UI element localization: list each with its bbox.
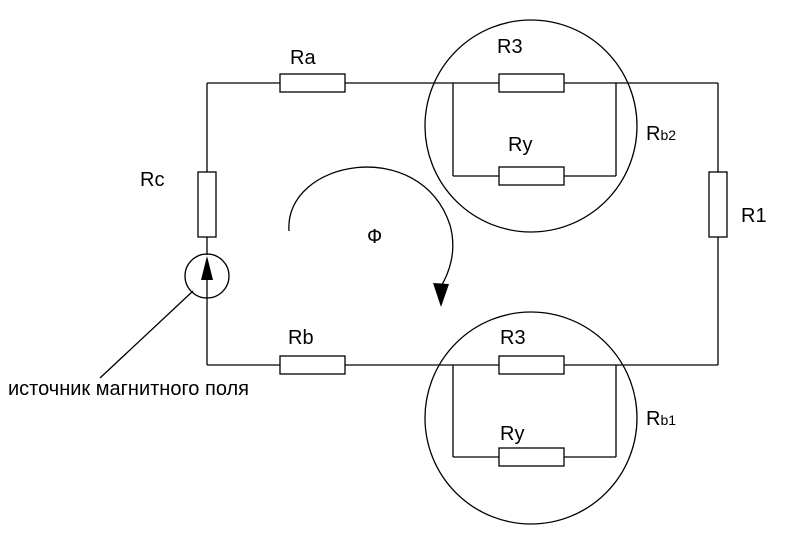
bottom-group-rb1: R3 Ry Rb1 (424, 311, 676, 525)
r1-label: R1 (741, 205, 767, 227)
source-caption: источник магнитного поля (8, 378, 249, 400)
rc-label: Rc (140, 169, 164, 191)
rb-resistor (279, 355, 346, 375)
source-pointer-line (99, 290, 194, 379)
rb1-r3-resistor (498, 355, 565, 375)
ra-resistor (279, 73, 346, 93)
ra-label: Ra (290, 47, 316, 69)
top-group-rb2: R3 Ry Rb2 (424, 19, 676, 233)
r1-resistor (708, 171, 728, 238)
source-arrow-icon (201, 256, 213, 280)
flux-arrow-icon (433, 283, 449, 307)
rb2-label: Rb2 (646, 123, 676, 145)
outer-loop-wires (206, 82, 719, 366)
rb2-ry-label: Ry (508, 134, 532, 156)
magnetic-source (184, 253, 230, 299)
rb-label: Rb (288, 327, 314, 349)
rb2-r3-label: R3 (497, 36, 523, 58)
flux-label: Ф (367, 226, 382, 248)
rc-resistor (197, 171, 217, 238)
rb1-circle (424, 311, 638, 525)
rb2-ry-resistor (498, 166, 565, 186)
rb1-ry-resistor (498, 447, 565, 467)
rb1-r3-label: R3 (500, 327, 526, 349)
flux-arrow-arc (288, 166, 454, 289)
rb1-label: Rb1 (646, 408, 676, 430)
rb1-ry-label: Ry (500, 423, 524, 445)
rb2-r3-resistor (498, 73, 565, 93)
rb2-circle (424, 19, 638, 233)
